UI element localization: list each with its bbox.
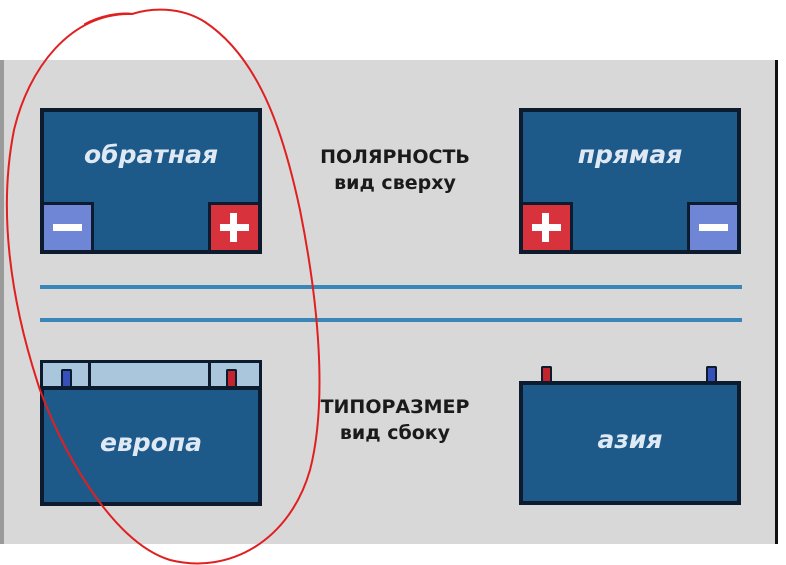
polarity-caption: ПОЛЯРНОСТЬ вид сверху	[300, 144, 490, 196]
battery-europe: европа	[40, 386, 262, 506]
plus-icon	[211, 205, 258, 250]
polarity-caption-title: ПОЛЯРНОСТЬ	[320, 146, 470, 168]
positive-post	[541, 366, 552, 384]
panel-left-edge	[0, 60, 5, 544]
battery-europe-label: европа	[100, 428, 202, 457]
positive-post	[226, 369, 237, 387]
positive-terminal	[208, 202, 258, 250]
battery-asia: азия	[519, 381, 741, 505]
battery-direct-polarity: прямая	[519, 108, 741, 254]
battery-direct-label: прямая	[577, 140, 683, 169]
negative-post	[61, 369, 72, 387]
negative-post	[706, 366, 717, 384]
size-caption-title: ТИПОРАЗМЕР	[320, 396, 470, 418]
minus-icon	[690, 205, 737, 250]
polarity-caption-subtitle: вид сверху	[334, 172, 456, 194]
size-caption: ТИПОРАЗМЕР вид сбоку	[300, 394, 490, 446]
divider-line-bottom	[40, 318, 742, 322]
positive-terminal	[523, 202, 573, 250]
size-caption-subtitle: вид сбоку	[339, 422, 451, 444]
plus-icon	[523, 205, 570, 250]
battery-asia-label: азия	[597, 425, 663, 454]
battery-reverse-polarity: обратная	[40, 108, 262, 254]
minus-icon	[44, 205, 91, 250]
negative-terminal	[687, 202, 737, 250]
battery-reverse-label: обратная	[83, 140, 219, 169]
negative-terminal	[44, 202, 94, 250]
divider-line-top	[40, 285, 742, 289]
